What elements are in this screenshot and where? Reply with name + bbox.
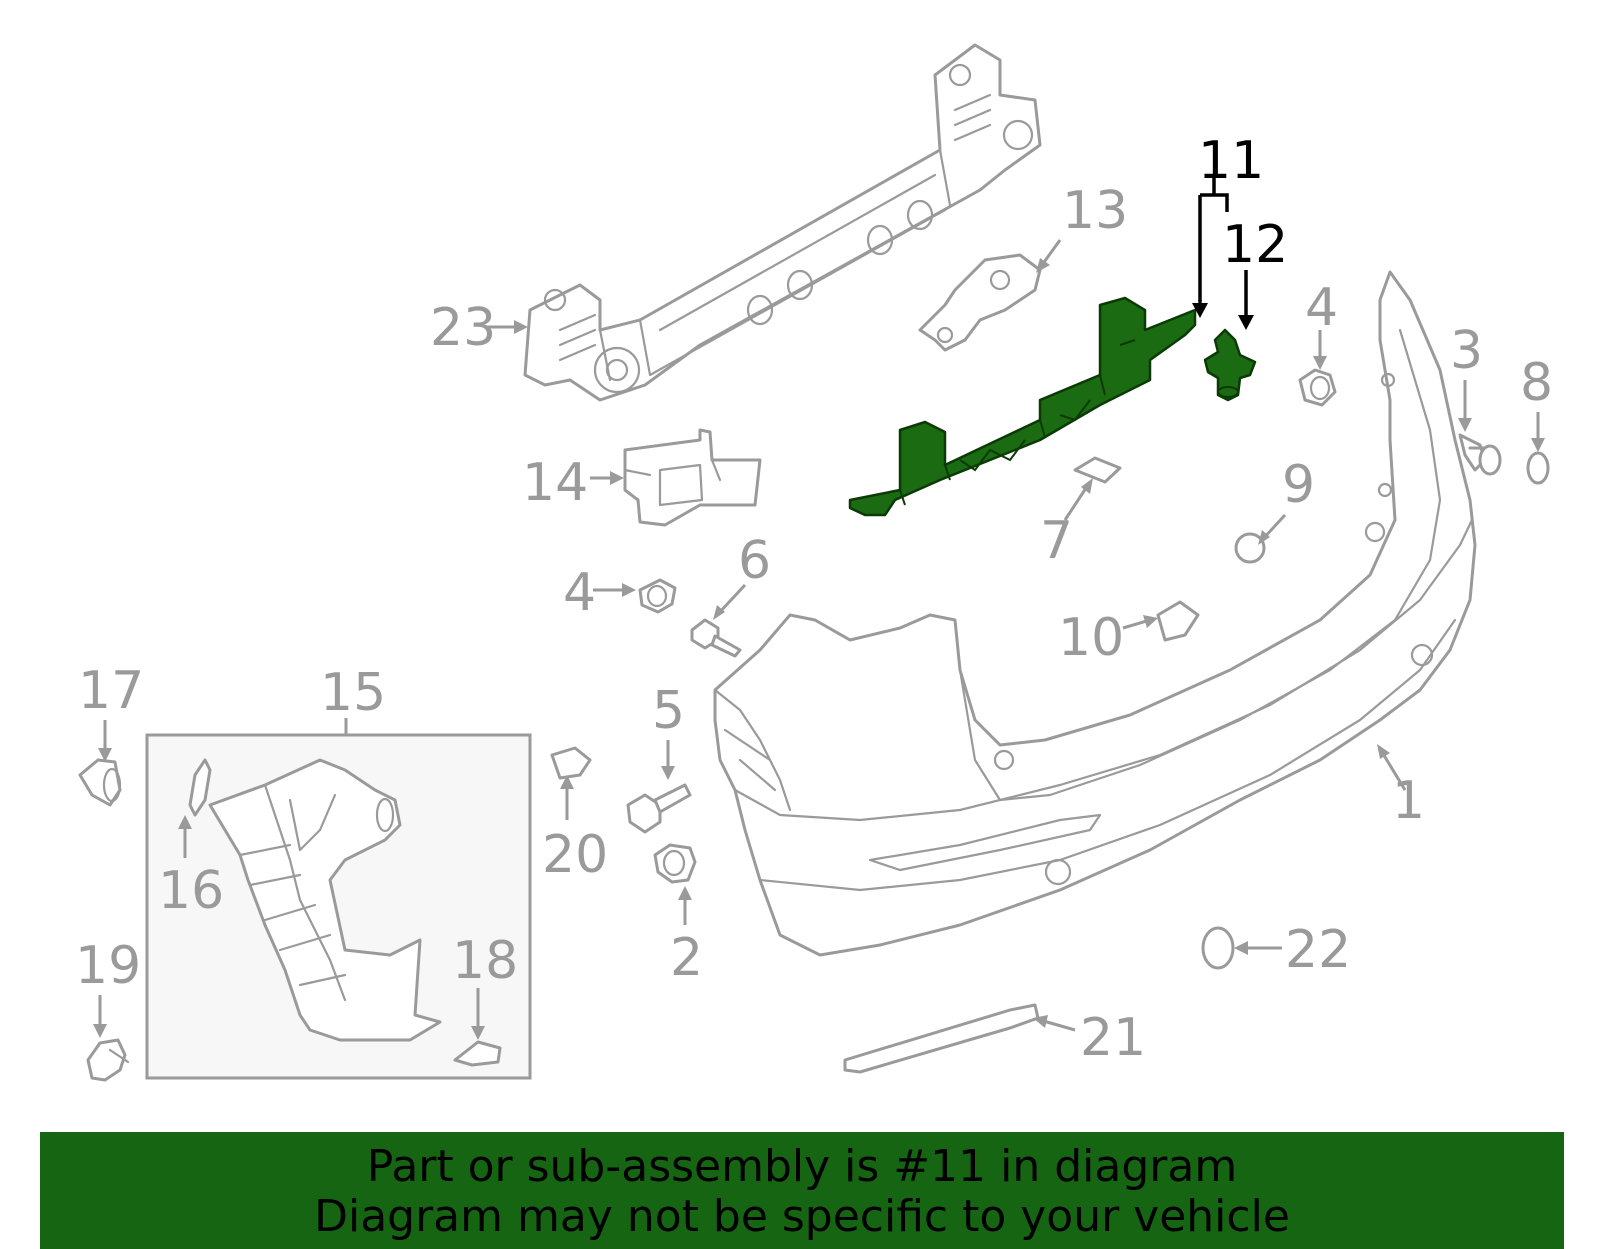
callout-5: 5 xyxy=(652,681,685,741)
callout-16: 16 xyxy=(158,861,224,921)
callout-9: 9 xyxy=(1282,455,1315,515)
part-21-reflector[interactable] xyxy=(843,1003,1040,1074)
callout-8: 8 xyxy=(1520,353,1553,413)
part-15-under-cover[interactable] xyxy=(208,758,442,1042)
callout-17: 17 xyxy=(78,661,144,721)
callout-23: 23 xyxy=(430,298,496,358)
banner-line-1: Part or sub-assembly is #11 in diagram xyxy=(366,1141,1238,1192)
callout-4-upper: 4 xyxy=(1305,278,1338,338)
part-12-push-pin[interactable] xyxy=(1203,328,1257,402)
part-2-clip[interactable] xyxy=(653,843,697,884)
part-23-reinforcement-bar[interactable] xyxy=(523,43,1042,402)
callout-21: 21 xyxy=(1080,1008,1146,1068)
callout-1: 1 xyxy=(1392,771,1425,831)
part-9-grommet[interactable] xyxy=(1234,532,1266,564)
part-18-clip[interactable] xyxy=(453,1040,502,1067)
callout-7: 7 xyxy=(1040,511,1073,571)
part-19-push-clip[interactable] xyxy=(86,1038,130,1082)
callout-20: 20 xyxy=(542,825,608,885)
callout-13: 13 xyxy=(1062,181,1128,241)
callout-22: 22 xyxy=(1285,920,1351,980)
part-10-clip[interactable] xyxy=(1156,600,1200,642)
part-6-bolt[interactable] xyxy=(690,618,742,658)
part-16-seal[interactable] xyxy=(188,758,212,817)
callout-18: 18 xyxy=(452,931,518,991)
part-20-clip[interactable] xyxy=(550,746,592,780)
part-22-grommet[interactable] xyxy=(1201,926,1235,970)
part-14-side-bracket[interactable] xyxy=(623,428,762,527)
part-13-bracket[interactable] xyxy=(918,253,1042,352)
callout-10: 10 xyxy=(1058,608,1124,668)
callout-12: 12 xyxy=(1222,215,1288,275)
callout-15: 15 xyxy=(320,663,386,723)
part-1-bumper-cover[interactable] xyxy=(713,270,1477,957)
callout-6: 6 xyxy=(738,531,771,591)
part-7-cap[interactable] xyxy=(1073,456,1122,484)
callout-19: 19 xyxy=(75,936,141,996)
part-4-clip-upper[interactable] xyxy=(1298,368,1337,407)
part-4-clip-lower[interactable] xyxy=(638,578,677,614)
banner-line-2: Diagram may not be specific to your vehi… xyxy=(314,1191,1290,1242)
part-11-bumper-absorber[interactable] xyxy=(848,296,1197,517)
callout-11: 11 xyxy=(1198,131,1264,191)
info-banner: Part or sub-assembly is #11 in diagram D… xyxy=(40,1132,1564,1249)
part-5-bolt[interactable] xyxy=(626,783,692,834)
callout-2: 2 xyxy=(670,928,703,988)
callout-4-lower: 4 xyxy=(563,563,596,623)
part-3-screw[interactable] xyxy=(1458,433,1502,476)
callout-3: 3 xyxy=(1450,321,1483,381)
callout-14: 14 xyxy=(522,453,588,513)
part-8-clip[interactable] xyxy=(1526,451,1550,485)
part-17-push-nut[interactable] xyxy=(78,758,122,807)
